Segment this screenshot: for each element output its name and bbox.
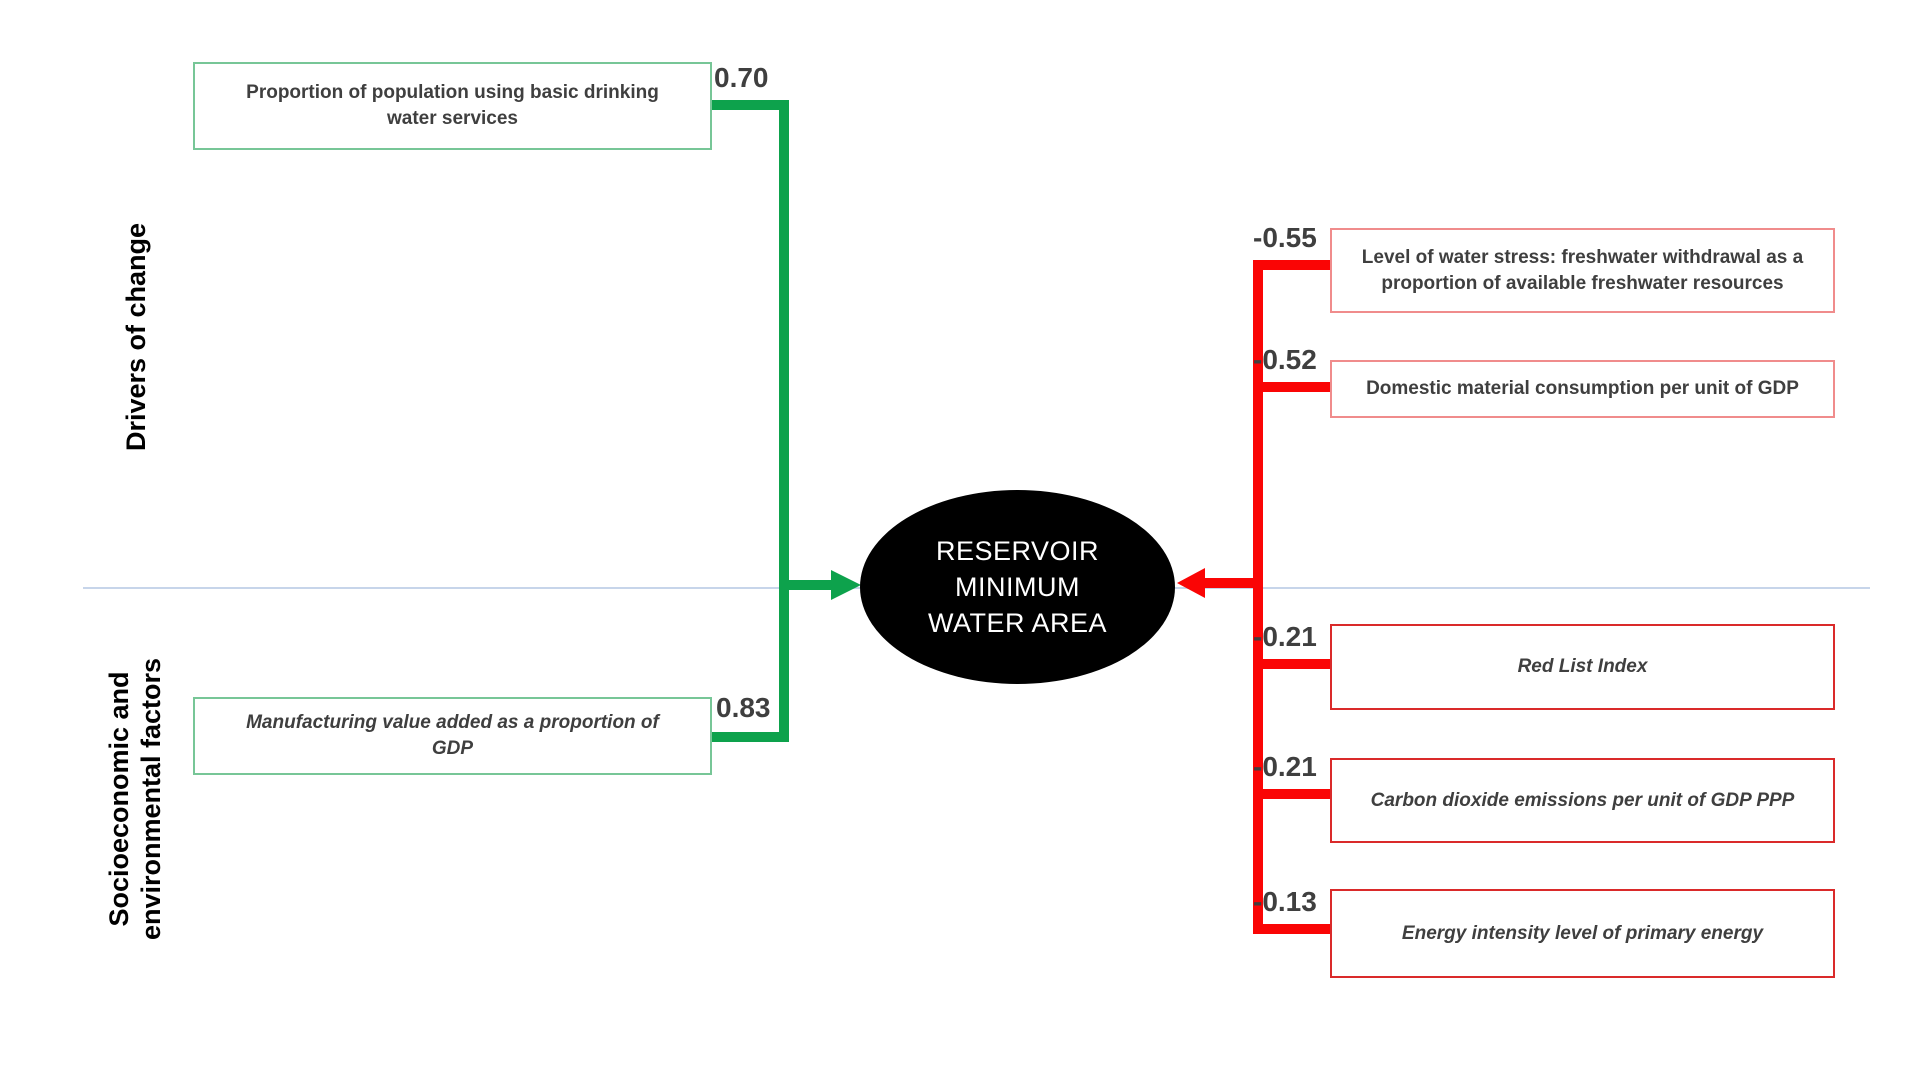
indicator-box-domestic-material-consumption: Domestic material consumption per unit o… bbox=[1330, 360, 1835, 418]
indicator-box-manufacturing-value: Manufacturing value added as a proportio… bbox=[193, 697, 712, 775]
correlation-value-negative-4: -0.21 bbox=[1253, 751, 1317, 782]
center-node-reservoir-minimum-water-area: RESERVOIR MINIMUM WATER AREA bbox=[860, 490, 1175, 684]
indicator-label: Energy intensity level of primary energy bbox=[1401, 922, 1764, 944]
red-branch-5 bbox=[1253, 924, 1330, 934]
correlation-value-negative-2: -0.52 bbox=[1253, 344, 1317, 375]
indicator-box-carbon-dioxide-emissions: Carbon dioxide emissions per unit of GDP… bbox=[1330, 758, 1835, 843]
red-trunk bbox=[1253, 260, 1263, 934]
indicator-box-water-stress: Level of water stress: freshwater withdr… bbox=[1330, 228, 1835, 313]
axis-label-bottom-line-2: environmental factors bbox=[136, 657, 166, 941]
green-arrow-shaft bbox=[785, 580, 833, 590]
indicator-label: Manufacturing value added as a proportio… bbox=[246, 712, 659, 759]
indicator-label: Domestic material consumption per unit o… bbox=[1366, 378, 1799, 399]
axis-label-drivers-of-change: Drivers of change bbox=[120, 223, 152, 451]
correlation-value-negative-1: -0.55 bbox=[1253, 222, 1317, 253]
center-node-line-3: WATER AREA bbox=[927, 608, 1108, 638]
indicator-box-drinking-water: Proportion of population using basic dri… bbox=[193, 62, 712, 150]
indicator-label: Level of water stress: freshwater withdr… bbox=[1361, 246, 1804, 294]
indicator-box-energy-intensity: Energy intensity level of primary energy bbox=[1330, 889, 1835, 978]
center-node-line-2: MINIMUM bbox=[955, 572, 1080, 602]
green-trunk bbox=[779, 100, 789, 742]
indicator-label: Carbon dioxide emissions per unit of GDP… bbox=[1370, 789, 1795, 811]
correlation-value-positive-1: 0.70 bbox=[714, 62, 769, 93]
red-arrowhead-icon bbox=[1177, 568, 1205, 598]
center-node-line-1: RESERVOIR bbox=[935, 536, 1100, 566]
red-branch-3 bbox=[1253, 659, 1330, 669]
axis-label-bottom-line-1: Socioeconomic and bbox=[104, 671, 134, 927]
correlation-value-negative-3: -0.21 bbox=[1253, 621, 1317, 652]
red-branch-2 bbox=[1253, 382, 1330, 392]
axis-label-top-text: Drivers of change bbox=[121, 222, 151, 452]
correlation-value-positive-2: 0.83 bbox=[716, 692, 771, 723]
green-elbow-bottom bbox=[706, 732, 789, 742]
red-arrow-shaft bbox=[1203, 578, 1258, 588]
indicator-box-red-list-index: Red List Index bbox=[1330, 624, 1835, 710]
green-arrowhead-icon bbox=[831, 570, 861, 600]
axis-label-socioeconomic-factors: Socioeconomic and environmental factors bbox=[103, 658, 167, 940]
correlation-value-negative-5: -0.13 bbox=[1253, 886, 1317, 917]
red-branch-4 bbox=[1253, 789, 1330, 799]
indicator-label: Red List Index bbox=[1517, 656, 1648, 677]
green-elbow-top bbox=[706, 100, 789, 110]
red-branch-1 bbox=[1253, 260, 1330, 270]
indicator-label: Proportion of population using basic dri… bbox=[246, 82, 659, 129]
